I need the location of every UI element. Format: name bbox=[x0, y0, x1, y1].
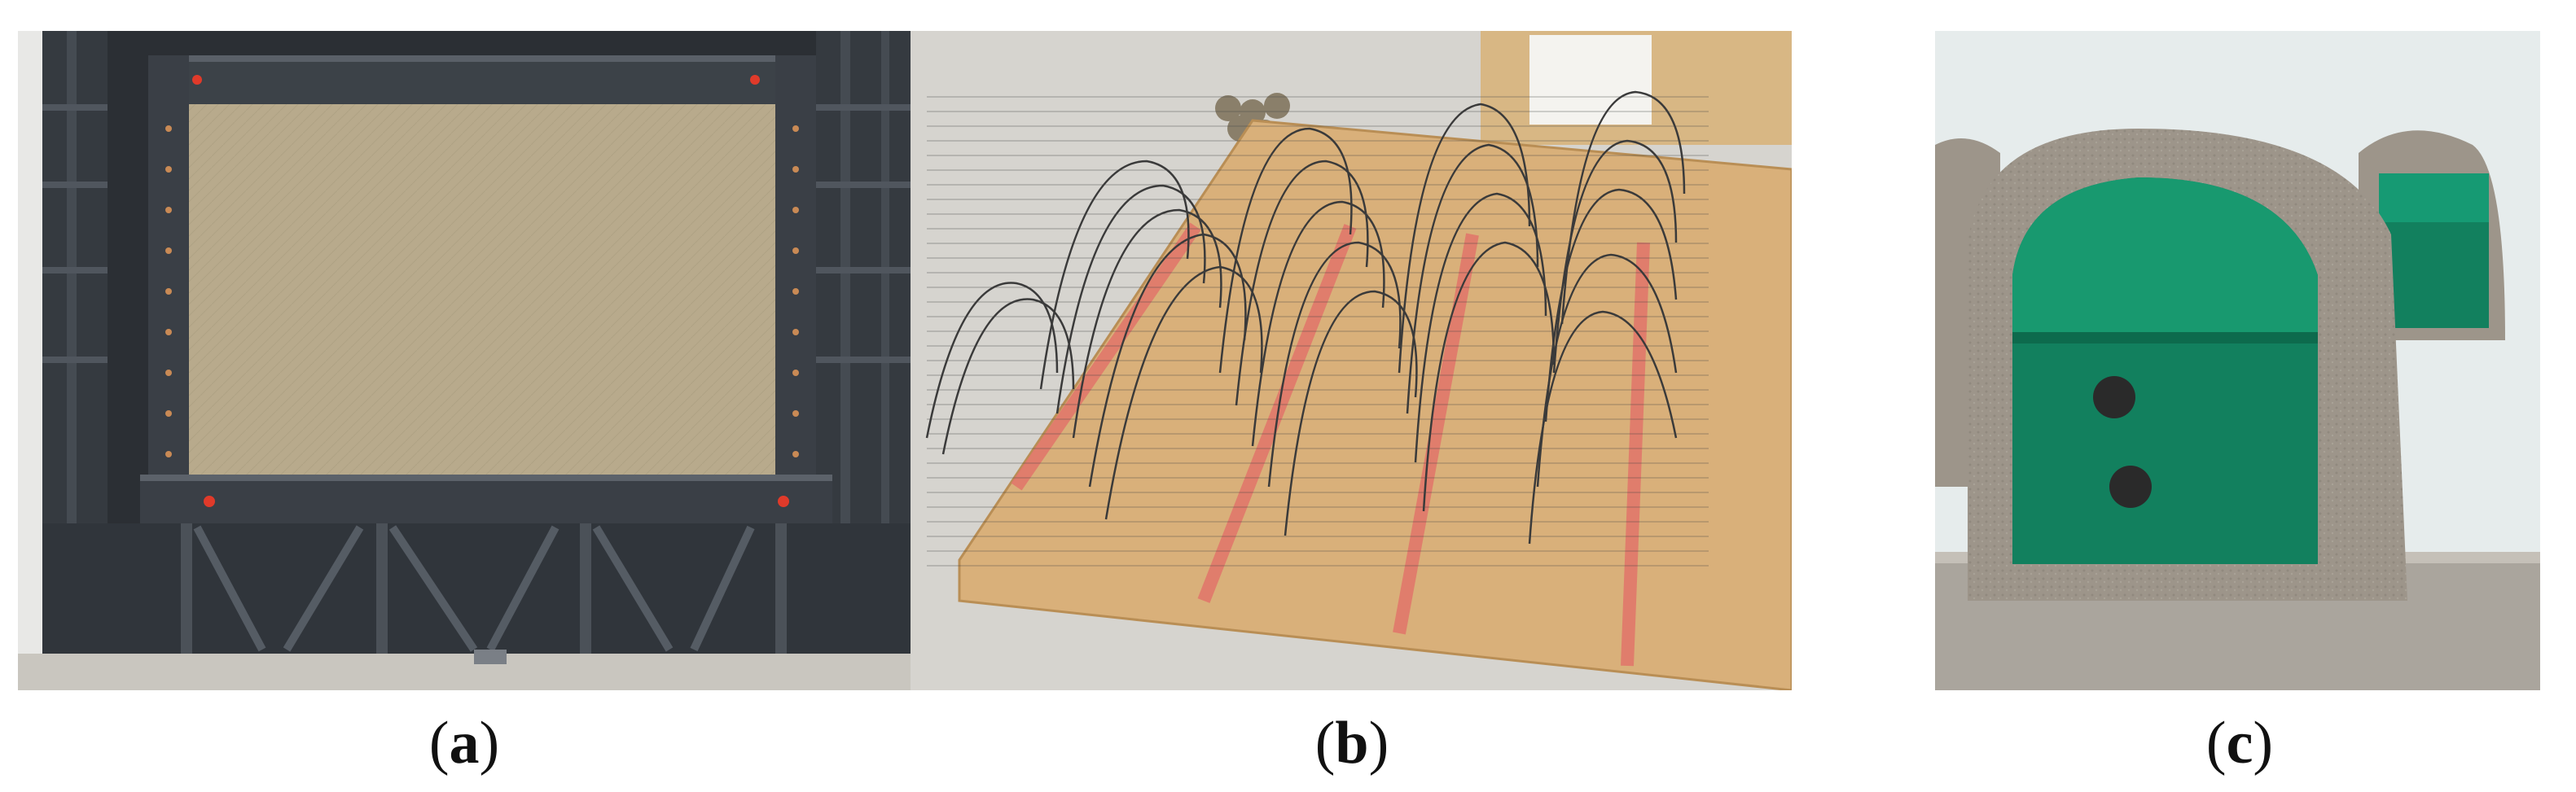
caption-letter-a: a bbox=[449, 710, 480, 777]
specimen-photo bbox=[1935, 31, 2540, 690]
caption-a: (a) bbox=[428, 710, 500, 777]
photo-panel-a bbox=[18, 31, 911, 690]
test-frame-photo bbox=[18, 31, 911, 690]
caption-letter-c: c bbox=[2226, 710, 2253, 777]
caption-b: (b) bbox=[1314, 710, 1389, 777]
photo-panel-c bbox=[1935, 31, 2540, 690]
caption-c: (c) bbox=[2205, 710, 2274, 777]
caption-letter-b: b bbox=[1335, 710, 1369, 777]
photo-panel-b bbox=[911, 31, 1792, 690]
wire-mesh-photo bbox=[911, 31, 1792, 690]
